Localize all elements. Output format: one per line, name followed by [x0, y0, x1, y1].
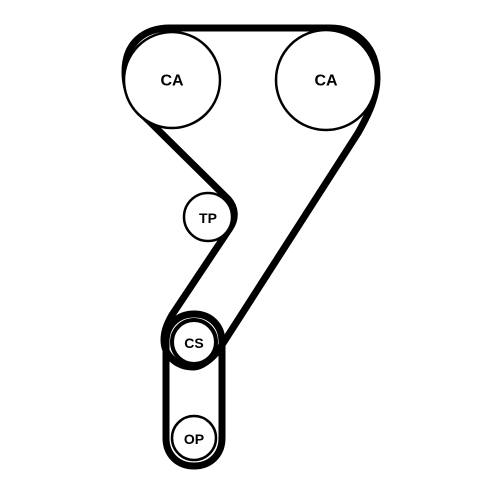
oil-pump-pulley: OP: [170, 414, 218, 462]
tensioner-pulley: TP: [182, 191, 234, 243]
camshaft-pulley-left: CA: [122, 30, 222, 130]
crankshaft-pulley: CS: [170, 318, 218, 366]
camshaft-right-label: CA: [314, 73, 338, 90]
crankshaft-label: CS: [184, 335, 203, 351]
oil-pump-label: OP: [184, 431, 204, 447]
tensioner-label: TP: [199, 210, 217, 226]
oil-pump-belt: [162, 310, 226, 470]
camshaft-left-label: CA: [160, 73, 184, 90]
camshaft-pulley-right: CA: [274, 28, 378, 132]
timing-belt: [121, 24, 381, 371]
